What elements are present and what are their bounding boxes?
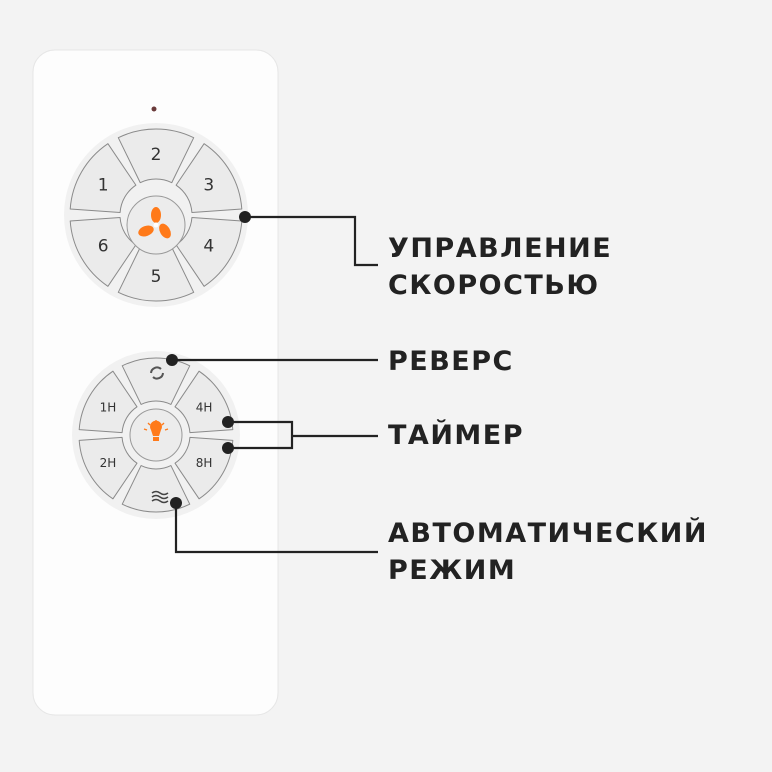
light-bulb-icon (143, 420, 169, 441)
speed-6-button[interactable] (69, 217, 137, 287)
timer-label: ТАЙМЕР (388, 420, 525, 451)
speed-label-line1: УПРАВЛЕНИЕ (388, 233, 613, 264)
speed-2-button[interactable] (117, 128, 195, 184)
callout-lines (172, 215, 378, 554)
speed-5-button-label: 5 (151, 267, 162, 287)
reverse-label: РЕВЕРС (388, 346, 514, 377)
speed-2-button-label: 2 (151, 145, 162, 165)
speed-3-button-label: 3 (203, 175, 214, 195)
timer-2h-button-label: 2H (100, 456, 117, 470)
timer-8h-button[interactable] (174, 436, 234, 500)
speed-6-button-label: 6 (98, 236, 109, 256)
speed-1-button-label: 1 (98, 175, 109, 195)
timer-1h-button-label: 1H (100, 400, 117, 414)
timer-1h-button[interactable] (78, 370, 138, 434)
wave-icon (151, 490, 169, 504)
timer-buttons: 4H 8H 2H 1H (78, 357, 234, 513)
reverse-arrows-icon (150, 366, 164, 380)
timer-2h-button[interactable] (78, 436, 138, 500)
speed-4-button[interactable] (175, 217, 243, 287)
speed-label-line2: СКОРОСТЬЮ (388, 270, 600, 301)
timer-4h-button[interactable] (174, 370, 234, 434)
auto-label-line2: РЕЖИМ (388, 555, 517, 586)
timer-8h-button-label: 8H (196, 456, 213, 470)
speed-control-label: УПРАВЛЕНИЕ СКОРОСТЬЮ (388, 230, 612, 304)
led-indicator (151, 106, 157, 112)
speed-buttons: 2 3 4 5 6 1 (69, 128, 243, 302)
auto-mode-label: АВТОМАТИЧЕСКИЙ РЕЖИМ (388, 515, 708, 589)
speed-1-button[interactable] (69, 143, 137, 213)
callout-dots (166, 211, 251, 509)
reverse-button[interactable] (121, 357, 191, 405)
speed-3-button[interactable] (175, 143, 243, 213)
fan-icon (138, 207, 171, 239)
speed-4-button-label: 4 (203, 236, 214, 256)
timer-4h-button-label: 4H (196, 400, 213, 414)
auto-label-line1: АВТОМАТИЧЕСКИЙ (388, 518, 708, 549)
